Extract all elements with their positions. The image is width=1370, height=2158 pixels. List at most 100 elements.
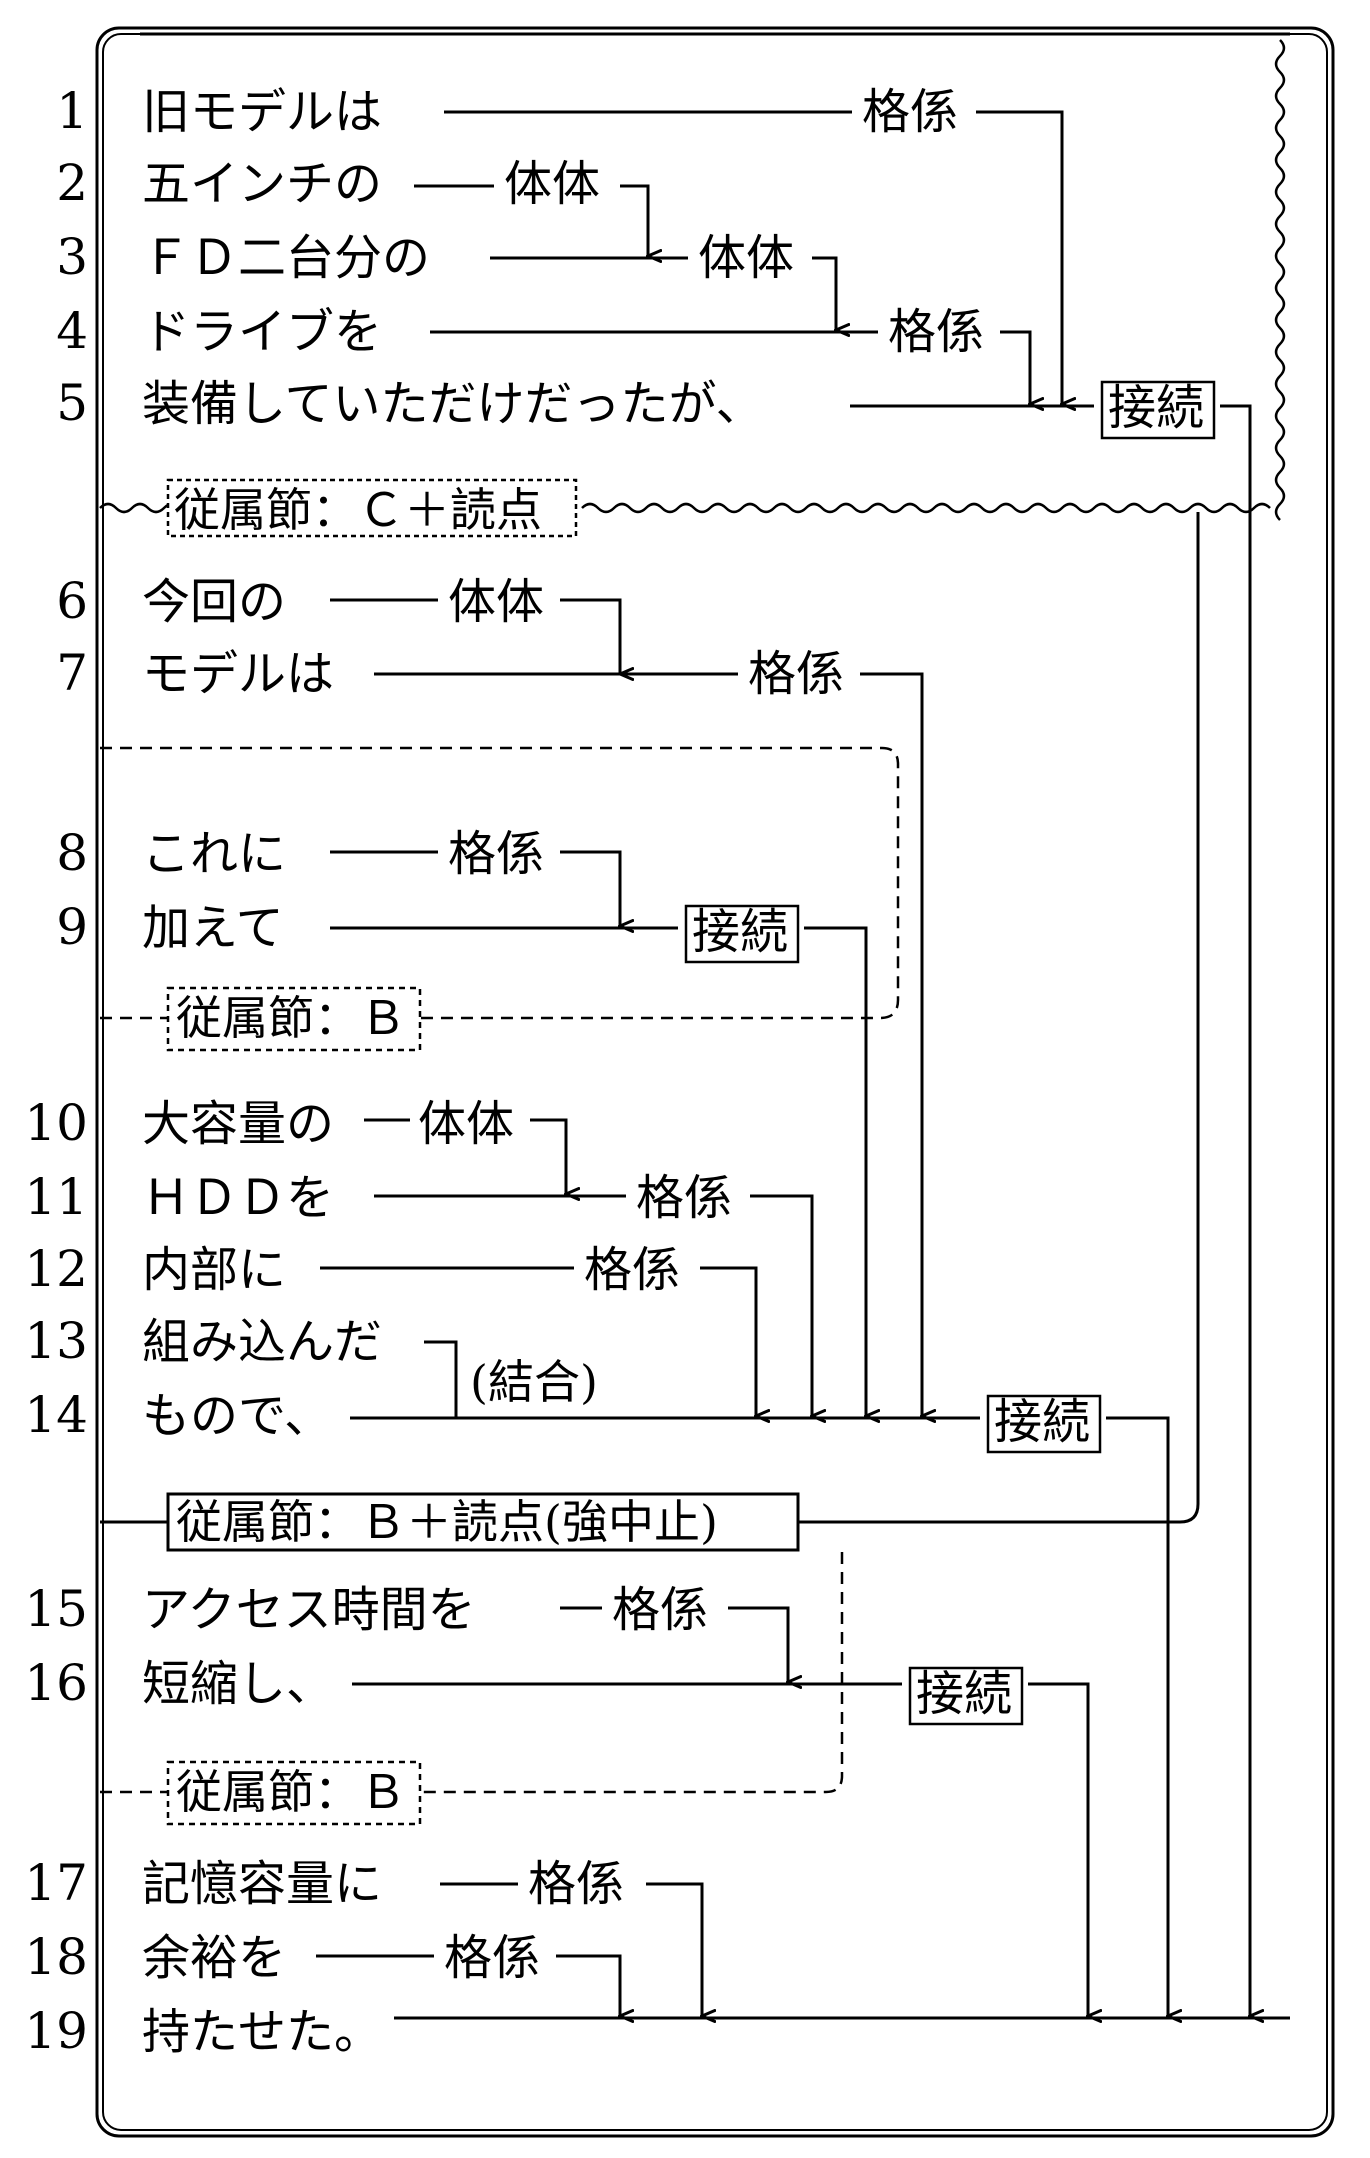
line-number: 11 bbox=[24, 1168, 88, 1226]
relation-label: 接続 bbox=[692, 904, 788, 960]
dep-arrow-5 bbox=[1220, 404, 1250, 2016]
clause-region-1-right-wave bbox=[1274, 39, 1286, 521]
relation-label: 接続 bbox=[1108, 380, 1204, 436]
word-13: 組み込んだ bbox=[142, 1314, 382, 1370]
line-number: 15 bbox=[24, 1580, 88, 1638]
dep-arrow-4 bbox=[1000, 330, 1030, 404]
relation-box bbox=[1100, 380, 1216, 440]
dep-arrow-2 bbox=[620, 184, 648, 256]
relation-label: 格係 bbox=[862, 84, 958, 140]
dep-arrow-8 bbox=[560, 850, 620, 926]
relation-box bbox=[684, 904, 800, 964]
line-number: 14 bbox=[24, 1386, 88, 1444]
word-17: 記憶容量に bbox=[142, 1856, 382, 1912]
line-number: 1 bbox=[56, 82, 88, 140]
dep-arrow-15 bbox=[728, 1606, 788, 1682]
line-numbers: 1 2 3 4 5 6 7 8 9 10 11 12 13 14 15 16 1… bbox=[24, 82, 88, 2060]
word-12: 内部に bbox=[142, 1242, 286, 1298]
dep-arrow-11 bbox=[750, 1194, 812, 1416]
relation-label: 格係 bbox=[444, 1930, 540, 1986]
word-9: 加えて bbox=[142, 900, 284, 956]
relation-label: 格係 bbox=[612, 1582, 708, 1638]
dep-arrow-7 bbox=[860, 672, 922, 1416]
dep-arrow-17 bbox=[646, 1882, 702, 2016]
clause-region-1: 従属節：Ｃ＋読点 bbox=[99, 32, 1290, 538]
word-10: 大容量の bbox=[142, 1096, 334, 1152]
clause-label-box-1 bbox=[166, 478, 578, 538]
word-14: もので、 bbox=[142, 1388, 332, 1444]
dep-arrow-12 bbox=[700, 1266, 756, 1416]
clause-region-1-bottom-wave-2 bbox=[581, 502, 1271, 514]
clause-label-box-3 bbox=[166, 1492, 800, 1552]
word-5: 装備していただけだったが、 bbox=[142, 376, 764, 432]
line-number: 7 bbox=[56, 644, 88, 702]
relation-label: 接続 bbox=[916, 1666, 1012, 1722]
word-3: ＦＤ二台分の bbox=[142, 230, 430, 286]
line-number: 8 bbox=[56, 824, 88, 882]
clause-label-1: 従属節：Ｃ＋読点 bbox=[174, 483, 542, 537]
line-number: 3 bbox=[56, 228, 88, 286]
word-4: ドライブを bbox=[142, 304, 382, 360]
dep-arrow-10 bbox=[530, 1118, 566, 1194]
clause-label-box-2 bbox=[166, 986, 422, 1052]
relation-label: 格係 bbox=[584, 1242, 680, 1298]
word-7: モデルは bbox=[142, 646, 334, 702]
clause-label-box-4 bbox=[166, 1760, 422, 1826]
words: 旧モデルは 五インチの ＦＤ二台分の ドライブを 装備していただけだったが、 今… bbox=[142, 84, 764, 2060]
relation-box bbox=[908, 1666, 1024, 1726]
clause-region-3-border bbox=[798, 512, 1200, 1524]
line-number: 19 bbox=[24, 2002, 88, 2060]
line-number: 12 bbox=[24, 1240, 88, 1298]
relation-label: 格係 bbox=[448, 826, 544, 882]
clause-region-4: 従属節：Ｂ bbox=[100, 1552, 844, 1826]
dep-arrow-1 bbox=[976, 110, 1062, 404]
line-number: 6 bbox=[56, 572, 88, 630]
relation-label: 体体 bbox=[504, 156, 600, 212]
join-bracket bbox=[424, 1340, 458, 1418]
relation-label: 格係 bbox=[888, 304, 984, 360]
clause-region-2-border bbox=[100, 746, 900, 1020]
relation-label: 体体 bbox=[698, 230, 794, 286]
relation-label: 体体 bbox=[448, 574, 544, 630]
dep-arrow-18 bbox=[556, 1954, 620, 2016]
word-2: 五インチの bbox=[142, 156, 382, 212]
word-15: アクセス時間を bbox=[142, 1582, 476, 1638]
dep-arrow-9 bbox=[804, 926, 866, 1416]
clause-region-4-border bbox=[420, 1552, 844, 1794]
dep-arrow-16 bbox=[1028, 1682, 1088, 2016]
relation-labels: 格係 体体 体体 格係 接続 体体 格係 格係 接続 体体 格係 格係 接続 格… bbox=[418, 84, 1216, 1986]
line-number: 13 bbox=[24, 1312, 88, 1370]
join-note: (結合) bbox=[470, 1355, 598, 1409]
word-18: 余裕を bbox=[142, 1930, 286, 1986]
line-number: 10 bbox=[24, 1094, 88, 1152]
word-16: 短縮し、 bbox=[142, 1656, 334, 1712]
clause-label-3: 従属節：Ｂ＋読点(強中止) bbox=[176, 1495, 718, 1549]
clause-label-4: 従属節：Ｂ bbox=[176, 1765, 406, 1819]
dep-arrow-14 bbox=[1106, 1416, 1168, 2016]
line-number: 17 bbox=[24, 1854, 88, 1912]
line-number: 5 bbox=[56, 374, 88, 432]
line-number: 2 bbox=[56, 154, 88, 212]
relation-label: 接続 bbox=[994, 1394, 1090, 1450]
word-8: これに bbox=[142, 826, 286, 882]
clause-region-3: 従属節：Ｂ＋読点(強中止) bbox=[100, 512, 1200, 1552]
line-number: 4 bbox=[56, 302, 88, 360]
dependency-connectors bbox=[316, 110, 1290, 2018]
word-19: 持たせた。 bbox=[142, 2004, 382, 2060]
relation-label: 格係 bbox=[748, 646, 844, 702]
relation-box bbox=[986, 1394, 1102, 1454]
line-number: 16 bbox=[24, 1654, 88, 1712]
word-1: 旧モデルは bbox=[142, 84, 382, 140]
word-11: ＨＤＤを bbox=[142, 1170, 334, 1226]
line-number: 18 bbox=[24, 1928, 88, 1986]
relation-label: 格係 bbox=[528, 1856, 624, 1912]
dep-arrow-6 bbox=[560, 598, 620, 674]
clause-label-2: 従属節：Ｂ bbox=[176, 991, 406, 1045]
line-number: 9 bbox=[56, 898, 88, 956]
clause-region-2: 従属節：Ｂ bbox=[100, 746, 900, 1052]
word-6: 今回の bbox=[142, 574, 286, 630]
relation-label: 体体 bbox=[418, 1096, 514, 1152]
dep-arrow-3 bbox=[812, 256, 836, 330]
relation-label: 格係 bbox=[636, 1170, 732, 1226]
